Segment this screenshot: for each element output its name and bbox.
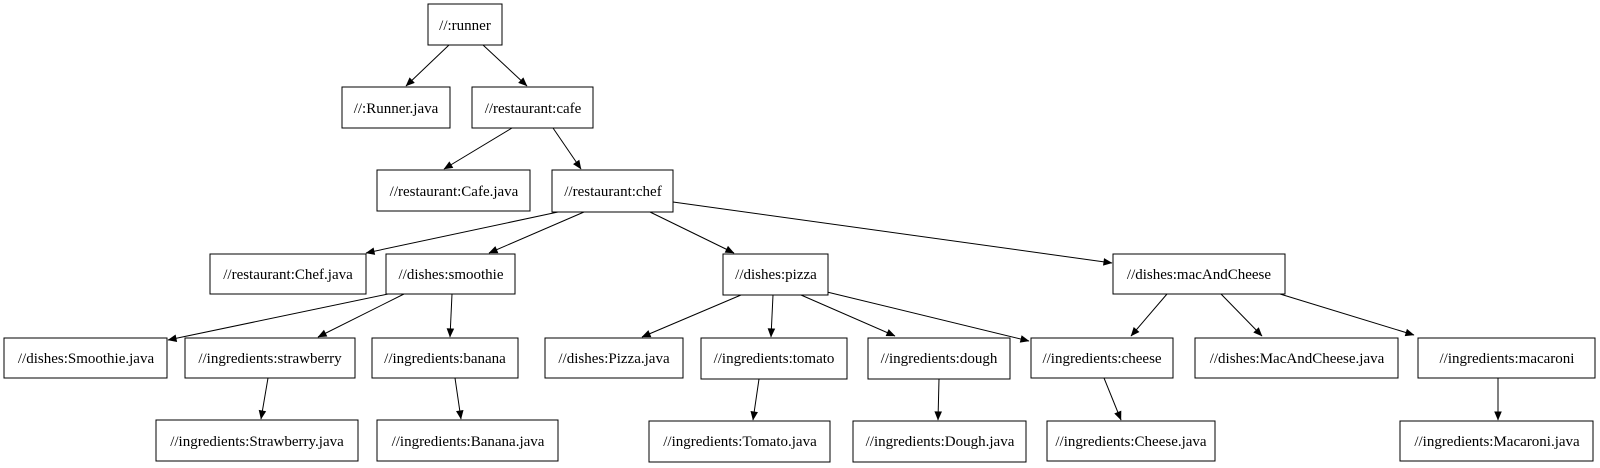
node-label: //ingredients:Tomato.java <box>663 434 817 450</box>
edge-layer <box>167 44 1502 421</box>
node-pizza-java: //dishes:Pizza.java <box>544 337 684 379</box>
node-banana: //ingredients:banana <box>371 337 519 379</box>
node-cheese-java: //ingredients:Cheese.java <box>1046 420 1216 462</box>
node-label: //ingredients:tomato <box>714 351 835 367</box>
node-label: //:Runner.java <box>354 101 439 117</box>
edge-pizza-to-tomato <box>767 294 776 338</box>
edge-strawberry-to-strawberry-java <box>258 377 269 420</box>
node-runner-java: //:Runner.java <box>341 86 451 129</box>
edge-smoothie-to-smoothie-java <box>167 293 389 342</box>
node-label: //dishes:macAndCheese <box>1127 267 1271 283</box>
node-dough: //ingredients:dough <box>867 337 1011 380</box>
edge-macandcheese-to-macandcheese-java <box>1220 293 1263 337</box>
node-banana-java: //ingredients:Banana.java <box>376 419 559 462</box>
node-macandcheese: //dishes:macAndCheese <box>1112 253 1286 295</box>
edge-pizza-to-pizza-java <box>641 294 742 338</box>
edge-banana-to-banana-java <box>454 377 464 420</box>
node-label: //:runner <box>439 18 491 34</box>
node-smoothie-java: //dishes:Smoothie.java <box>3 337 168 379</box>
node-strawberry: //ingredients:strawberry <box>184 337 356 379</box>
node-label: //ingredients:Macaroni.java <box>1414 434 1580 450</box>
edge-chef-to-chef-java <box>365 211 559 255</box>
node-macaroni-java: //ingredients:Macaroni.java <box>1399 420 1594 462</box>
node-pizza: //dishes:pizza <box>722 253 829 296</box>
edge-dough-to-dough-java <box>934 378 942 421</box>
edge-macandcheese-to-macaroni <box>1279 293 1415 337</box>
node-label: //ingredients:macaroni <box>1440 351 1575 367</box>
node-label: //ingredients:dough <box>881 351 998 367</box>
edge-cafe-to-cafe-java <box>443 127 513 170</box>
edge-chef-to-macandcheese <box>672 201 1113 266</box>
edge-chef-to-smoothie <box>488 211 585 254</box>
node-label: //restaurant:Cafe.java <box>390 184 519 200</box>
node-macandcheese-java: //dishes:MacAndCheese.java <box>1194 337 1399 379</box>
node-label: //restaurant:Chef.java <box>223 267 353 283</box>
edge-runner-to-cafe <box>482 44 528 87</box>
node-label: //dishes:MacAndCheese.java <box>1210 351 1385 367</box>
edge-smoothie-to-banana <box>446 293 455 338</box>
node-label: //ingredients:Banana.java <box>392 434 545 450</box>
edge-runner-to-runner-java <box>405 44 450 87</box>
node-cafe-java: //restaurant:Cafe.java <box>376 169 531 212</box>
node-strawberry-java: //ingredients:Strawberry.java <box>155 419 359 462</box>
node-label: //dishes:pizza <box>735 267 817 283</box>
node-chef-java: //restaurant:Chef.java <box>209 253 367 295</box>
node-label: //ingredients:Strawberry.java <box>170 434 344 450</box>
node-label: //restaurant:chef <box>564 184 661 200</box>
edge-cafe-to-chef <box>552 127 582 170</box>
node-dough-java: //ingredients:Dough.java <box>852 420 1027 463</box>
node-label: //restaurant:cafe <box>485 101 582 117</box>
node-label: //ingredients:banana <box>384 351 506 367</box>
node-smoothie: //dishes:smoothie <box>385 253 516 295</box>
node-label: //ingredients:Dough.java <box>866 434 1015 450</box>
edge-cheese-to-cheese-java <box>1103 377 1122 421</box>
node-tomato: //ingredients:tomato <box>700 337 848 380</box>
node-cafe: //restaurant:cafe <box>471 86 594 129</box>
node-label: //dishes:Smoothie.java <box>18 351 155 367</box>
node-label: //ingredients:Cheese.java <box>1055 434 1207 450</box>
node-label: //ingredients:strawberry <box>198 351 342 367</box>
edge-smoothie-to-strawberry <box>317 293 405 338</box>
node-macaroni: //ingredients:macaroni <box>1417 337 1596 379</box>
edge-pizza-to-dough <box>800 294 896 337</box>
node-cheese: //ingredients:cheese <box>1030 337 1174 379</box>
node-label: //ingredients:cheese <box>1042 351 1161 367</box>
edge-chef-to-pizza <box>649 211 735 254</box>
node-chef: //restaurant:chef <box>551 169 674 213</box>
node-tomato-java: //ingredients:Tomato.java <box>648 420 831 463</box>
edge-tomato-to-tomato-java <box>750 378 760 421</box>
node-runner: //:runner <box>427 3 503 46</box>
node-label: //dishes:smoothie <box>399 267 504 283</box>
node-label: //dishes:Pizza.java <box>558 351 670 367</box>
edge-pizza-to-cheese <box>826 291 1030 343</box>
edge-macandcheese-to-cheese <box>1130 293 1168 337</box>
